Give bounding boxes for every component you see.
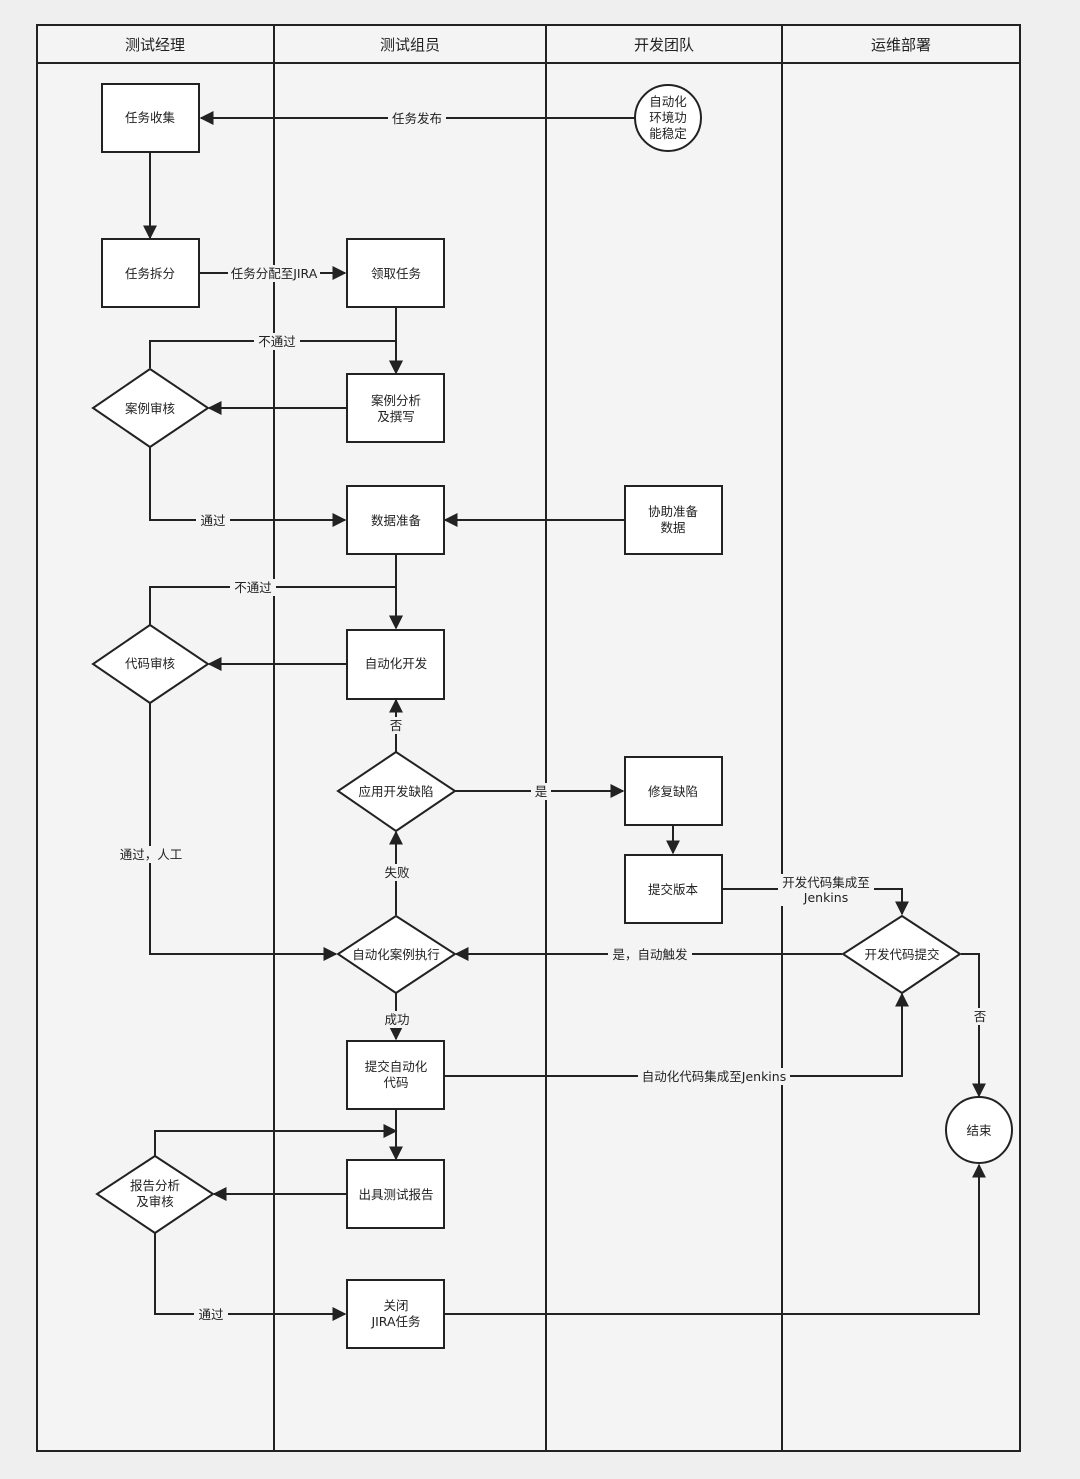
lane-header-test-manager: 测试经理 — [125, 36, 185, 54]
node-task-split-label: 任务拆分 — [125, 266, 175, 281]
node-submit-version[interactable]: 提交版本 — [624, 854, 723, 924]
edge-label-auto-jenkins: 自动化代码集成至Jenkins — [642, 1069, 786, 1084]
swimlane-frame — [36, 24, 1021, 1452]
edge-case-review-pass — [149, 447, 347, 527]
node-submit-auto-code[interactable]: 提交自动化 代码 — [346, 1040, 445, 1110]
node-auto-dev-label: 自动化开发 — [365, 656, 428, 671]
node-close-jira[interactable]: 关闭 JIRA任务 — [346, 1279, 445, 1349]
edge-labels: 任务发布 任务分配至JIRA 不通过 通过 不通过 通过，人工 否 是 失败 开… — [120, 111, 987, 1322]
edge-label-yes-auto: 是，自动触发 — [612, 947, 688, 962]
node-task-collect[interactable]: 任务收集 — [101, 83, 200, 153]
edge-label-pass-manual: 通过，人工 — [120, 847, 183, 862]
edge-label-case-fail: 不通过 — [258, 334, 296, 349]
edge-report-review-pass — [154, 1233, 347, 1321]
node-case-review-label: 案例审核 — [125, 401, 176, 416]
edge-label-case-pass: 通过 — [200, 513, 226, 528]
lane-header-dev-team: 开发团队 — [634, 36, 694, 54]
edge-label-exec-fail: 失败 — [384, 865, 410, 880]
edge-auto-code-jenkins — [445, 992, 909, 1077]
node-task-collect-label: 任务收集 — [125, 110, 176, 125]
edge-label-no-commit: 否 — [974, 1009, 987, 1024]
node-code-review-label: 代码审核 — [125, 656, 176, 671]
node-code-review[interactable]: 代码审核 — [91, 623, 210, 705]
node-assist-data[interactable]: 协助准备 数据 — [624, 485, 723, 555]
lane-headers: 测试经理 测试组员 开发团队 运维部署 — [125, 36, 931, 54]
edge-close-to-end — [445, 1163, 986, 1315]
edge-label-code-fail: 不通过 — [234, 580, 272, 595]
edge-label-success: 成功 — [384, 1012, 409, 1027]
node-env-stable-label-2: 环境功 — [649, 110, 687, 125]
node-close-jira-label-1: 关闭 — [383, 1298, 408, 1313]
node-case-analysis-label-1: 案例分析 — [371, 393, 421, 408]
node-env-stable[interactable]: 自动化 环境功 能稳定 — [634, 84, 702, 152]
edge-label-yes-fix: 是 — [535, 784, 548, 799]
edge-commit-no — [961, 953, 986, 1098]
node-auto-dev[interactable]: 自动化开发 — [346, 629, 445, 700]
edge-report-review-fail — [154, 1124, 398, 1156]
edge-label-report-pass: 通过 — [198, 1307, 224, 1322]
node-submit-auto-code-label-1: 提交自动化 — [365, 1059, 428, 1074]
node-end[interactable]: 结束 — [945, 1096, 1013, 1164]
node-app-defect-label: 应用开发缺陷 — [358, 784, 433, 799]
node-end-label: 结束 — [966, 1123, 992, 1138]
node-report-review-label-1: 报告分析 — [130, 1178, 180, 1193]
node-take-task[interactable]: 领取任务 — [346, 238, 445, 308]
node-env-stable-label-1: 自动化 — [649, 94, 687, 109]
node-submit-auto-code-label-2: 代码 — [383, 1075, 408, 1090]
lane-header-test-member: 测试组员 — [380, 36, 440, 54]
node-fix-defect-label: 修复缺陷 — [648, 784, 698, 799]
node-case-analysis-label-2: 及撰写 — [377, 409, 415, 424]
edge-code-review-pass — [149, 703, 338, 961]
node-issue-report-label: 出具测试报告 — [358, 1187, 433, 1202]
node-close-jira-label-2: JIRA任务 — [370, 1314, 420, 1329]
edge-label-no-dev: 否 — [390, 718, 403, 733]
edge-label-assign-jira: 任务分配至JIRA — [231, 266, 318, 281]
node-assist-data-label-1: 协助准备 — [648, 504, 699, 519]
node-dev-code-commit-label: 开发代码提交 — [864, 947, 939, 962]
edge-label-dev-jenkins-1: 开发代码集成至 — [782, 875, 870, 890]
node-issue-report[interactable]: 出具测试报告 — [346, 1159, 445, 1229]
node-report-review-label-2: 及审核 — [136, 1194, 174, 1209]
node-data-prep-label: 数据准备 — [371, 513, 422, 528]
edge-label-publish: 任务发布 — [392, 111, 442, 126]
node-case-analysis[interactable]: 案例分析 及撰写 — [346, 373, 445, 443]
node-task-split[interactable]: 任务拆分 — [101, 238, 200, 308]
node-auto-exec[interactable]: 自动化案例执行 — [336, 914, 457, 995]
edge-label-backgrounds — [116, 110, 990, 1323]
nodes: 任务收集 任务拆分 案例审核 代码审核 报告分析 及审核 领取任务 案例分析 及… — [91, 83, 1013, 1349]
lane-header-ops-deploy: 运维部署 — [871, 36, 931, 54]
node-assist-data-label-2: 数据 — [660, 520, 685, 535]
node-fix-defect[interactable]: 修复缺陷 — [624, 756, 723, 826]
node-dev-code-commit[interactable]: 开发代码提交 — [841, 914, 962, 995]
node-auto-exec-label: 自动化案例执行 — [352, 947, 440, 962]
node-case-review[interactable]: 案例审核 — [91, 367, 210, 449]
node-report-review[interactable]: 报告分析 及审核 — [95, 1154, 215, 1235]
node-submit-version-label: 提交版本 — [648, 882, 699, 897]
node-take-task-label: 领取任务 — [371, 266, 421, 281]
node-env-stable-label-3: 能稳定 — [649, 126, 687, 141]
node-data-prep[interactable]: 数据准备 — [346, 485, 445, 555]
edge-label-dev-jenkins-2: Jenkins — [803, 890, 848, 905]
node-app-defect[interactable]: 应用开发缺陷 — [336, 750, 457, 833]
